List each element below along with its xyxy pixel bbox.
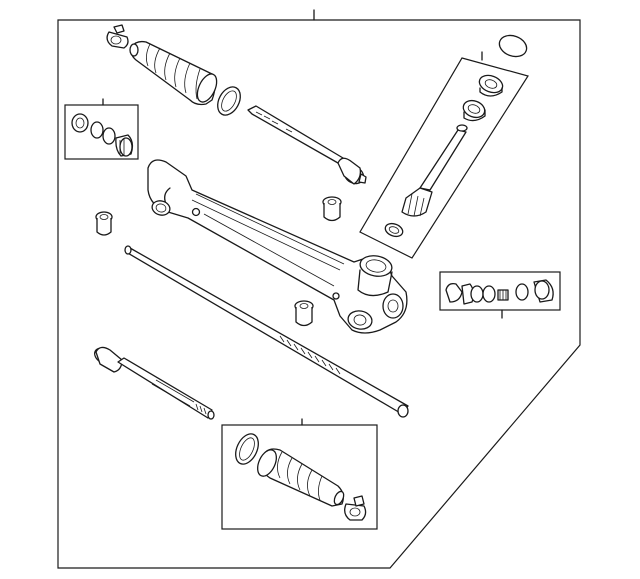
ring-upper (217, 86, 241, 116)
rack-housing (147, 159, 408, 334)
o-ring-pinion-top (498, 34, 528, 58)
clamp-upper (106, 24, 129, 49)
kit-upper-left-parts (71, 113, 134, 157)
kit-right-parts (445, 279, 554, 305)
rack-bar (124, 245, 409, 418)
kit-lower-parts (235, 433, 367, 521)
mount-bushing-left (95, 211, 113, 236)
mount-bushing-center (322, 196, 342, 222)
mount-bushing-lower (294, 300, 314, 327)
inner-tie-rod-lower (94, 346, 215, 420)
bellows-boot-upper (129, 40, 218, 106)
pinion-kit-parts (384, 74, 504, 238)
inner-tie-rod-upper (247, 105, 367, 185)
